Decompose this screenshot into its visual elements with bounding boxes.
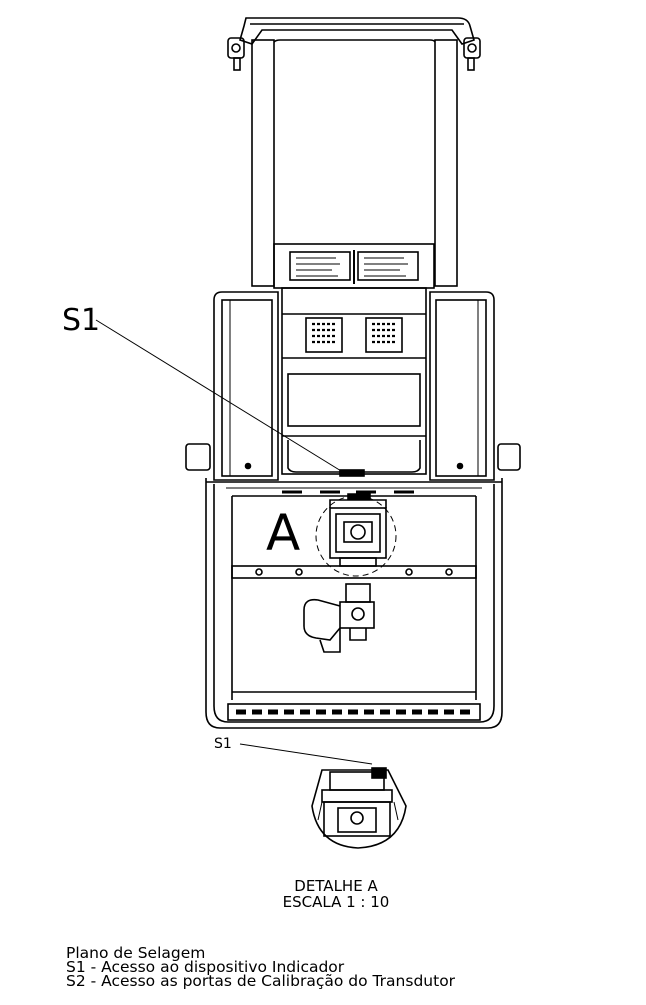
legend-item-s1: S1 - Acesso ao dispositivo Indicador [66,958,345,976]
s1-leader-detail [239,743,373,765]
legend-heading: Plano de Selagem [66,944,206,962]
detail-a-view [311,767,407,849]
detail-caption: DETALHE A ESCALA 1 : 10 [236,878,436,910]
dispenser-handle [227,17,481,287]
sealing-plan-legend: Plano de Selagem S1 - Acesso ao disposit… [66,944,456,990]
legend-item-s2: S2 - Acesso as portas de Calibração do T… [66,972,456,990]
detail-title: DETALHE A [294,877,378,895]
nozzle-assembly [303,583,375,653]
s1-callout-detail: S1 [214,736,232,752]
meter-assembly [315,493,397,577]
s1-callout-main: S1 [62,303,101,338]
indicator-head [273,243,435,477]
detail-a-marker: A [266,504,301,562]
cabinet-body [185,291,521,729]
detail-scale: ESCALA 1 : 10 [282,893,390,911]
s1-leader-main [95,319,347,475]
